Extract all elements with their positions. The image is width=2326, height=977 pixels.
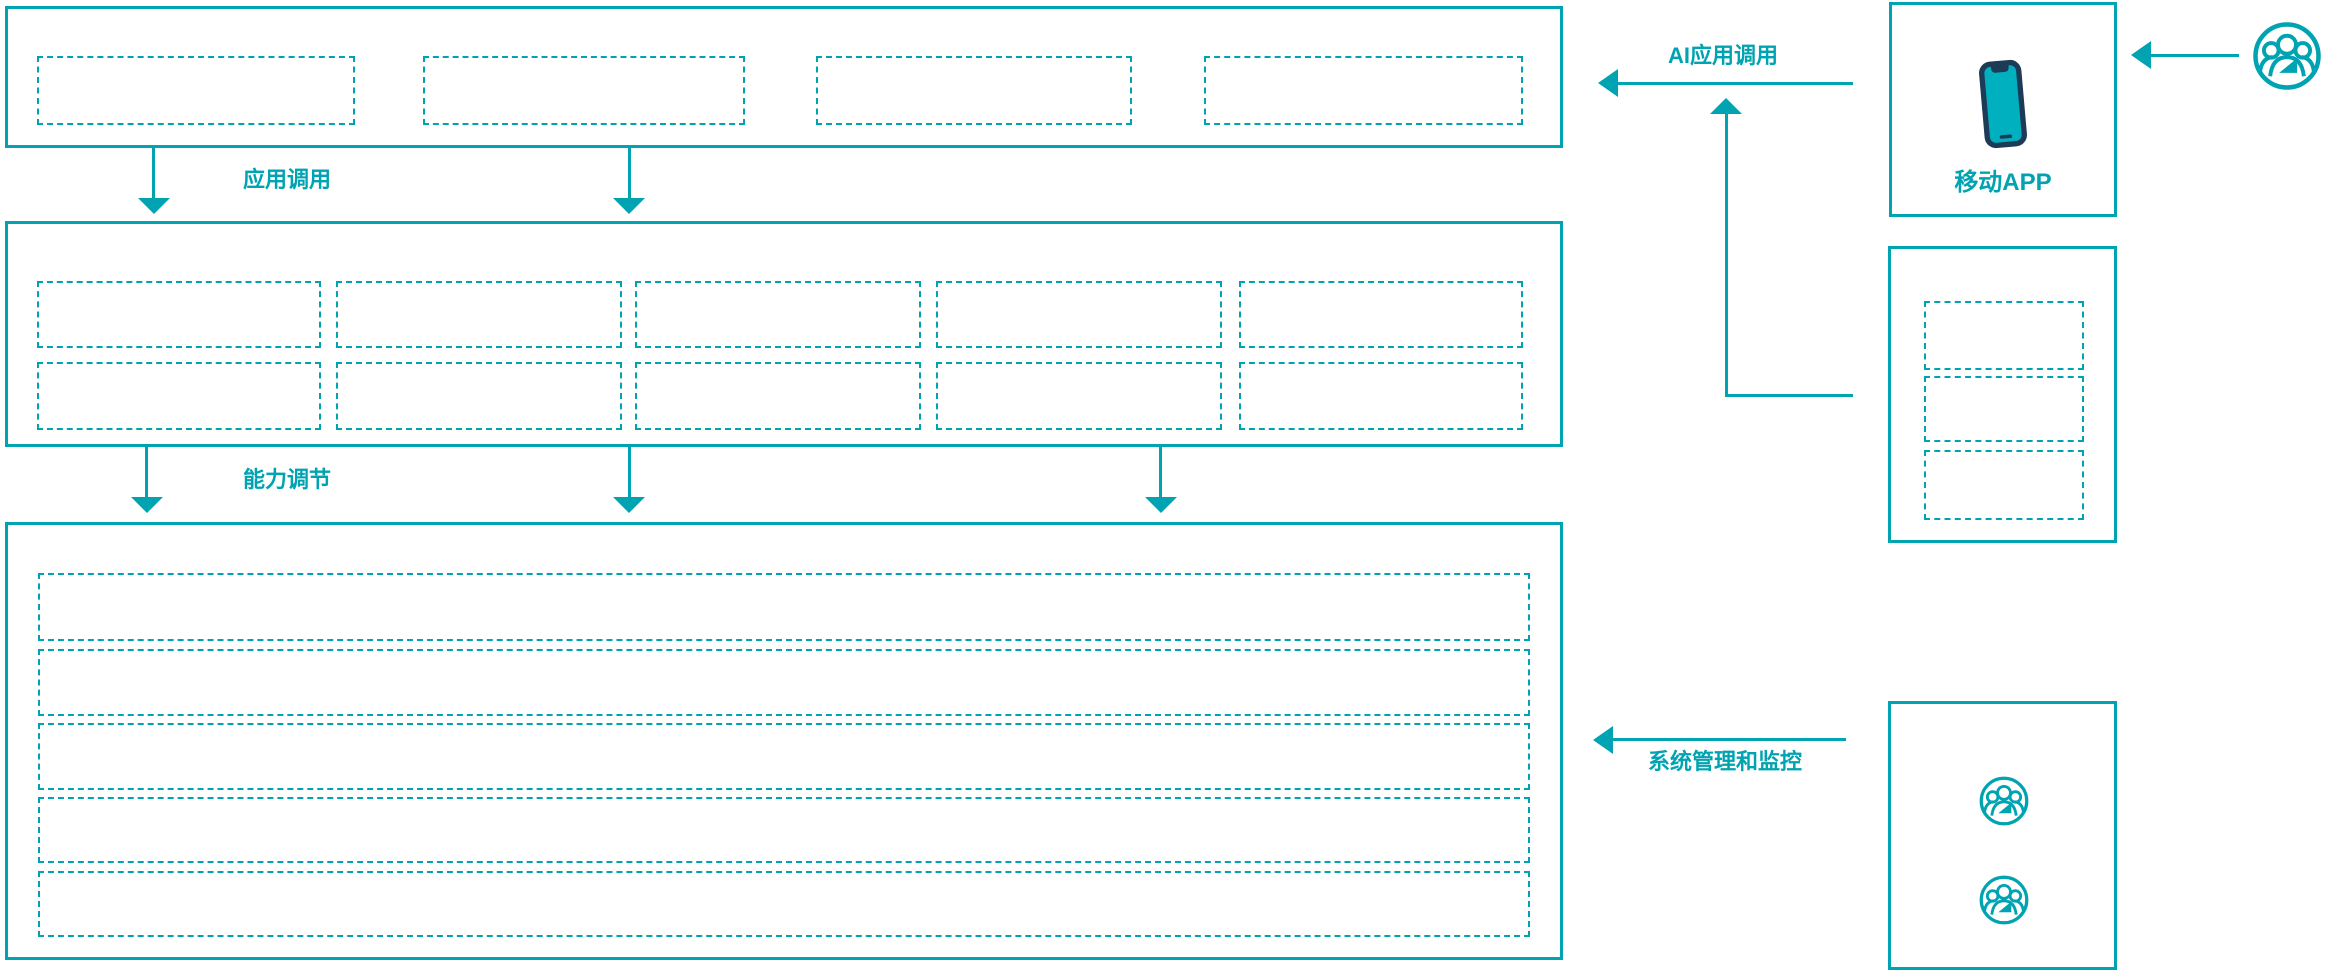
admin-user-group-icon-2 [1978, 874, 2030, 926]
capability-slot-r2c1 [37, 362, 321, 430]
capability-slot-r2c4 [936, 362, 1222, 430]
system-management-arrow-head [1593, 726, 1613, 754]
ai-call-arrow [1618, 82, 1853, 85]
capability-adjust-arrow-1-head [131, 497, 163, 513]
admin-box [1888, 701, 2117, 970]
capability-slot-r1c4 [936, 281, 1222, 348]
capability-adjust-arrow-1 [145, 446, 148, 497]
mobile-app-label: 移动APP [1954, 169, 2052, 196]
capability-slot-r1c2 [336, 281, 622, 348]
service-slot-3 [1924, 450, 2084, 520]
end-user-icon [2251, 20, 2323, 92]
app-call-arrow-2-head [613, 198, 645, 214]
capability-slot-r1c5 [1239, 281, 1523, 348]
capability-adjust-arrow-3-head [1145, 497, 1177, 513]
system-management-arrow [1613, 738, 1846, 741]
capability-slot-r1c3 [635, 281, 921, 348]
platform-row-2 [38, 649, 1530, 716]
user-to-mobile-arrow-head [2131, 41, 2151, 69]
service-callback-arrow-head [1710, 98, 1742, 114]
capability-adjust-arrow-3 [1159, 446, 1162, 497]
platform-row-5 [38, 871, 1530, 937]
capability-slot-r2c3 [635, 362, 921, 430]
smartphone-icon [1976, 56, 2030, 152]
ai-app-call-label: AI应用调用 [1668, 43, 1779, 68]
app-slot-3 [816, 56, 1132, 125]
service-callback-arrow-vertical [1725, 114, 1728, 395]
capability-slot-r2c5 [1239, 362, 1523, 430]
app-call-label: 应用调用 [243, 167, 332, 192]
service-callback-arrow-horizontal [1725, 394, 1853, 397]
capability-adjust-arrow-2 [628, 446, 631, 497]
app-slot-2 [423, 56, 745, 125]
app-slot-4 [1204, 56, 1523, 125]
service-slot-2 [1924, 376, 2084, 442]
user-to-mobile-arrow [2151, 54, 2239, 57]
app-call-arrow-1 [152, 147, 155, 198]
system-management-label: 系统管理和监控 [1648, 749, 1803, 774]
capability-slot-r1c1 [37, 281, 321, 348]
app-slot-1 [37, 56, 355, 125]
app-call-arrow-2 [628, 147, 631, 198]
platform-row-4 [38, 797, 1530, 863]
platform-row-1 [38, 573, 1530, 641]
service-slot-1 [1924, 301, 2084, 370]
ai-call-arrow-head [1598, 69, 1618, 97]
capability-slot-r2c2 [336, 362, 622, 430]
app-call-arrow-1-head [138, 198, 170, 214]
platform-row-3 [38, 723, 1530, 790]
admin-user-group-icon-1 [1978, 775, 2030, 827]
capability-adjust-arrow-2-head [613, 497, 645, 513]
capability-adjust-label: 能力调节 [243, 467, 332, 492]
